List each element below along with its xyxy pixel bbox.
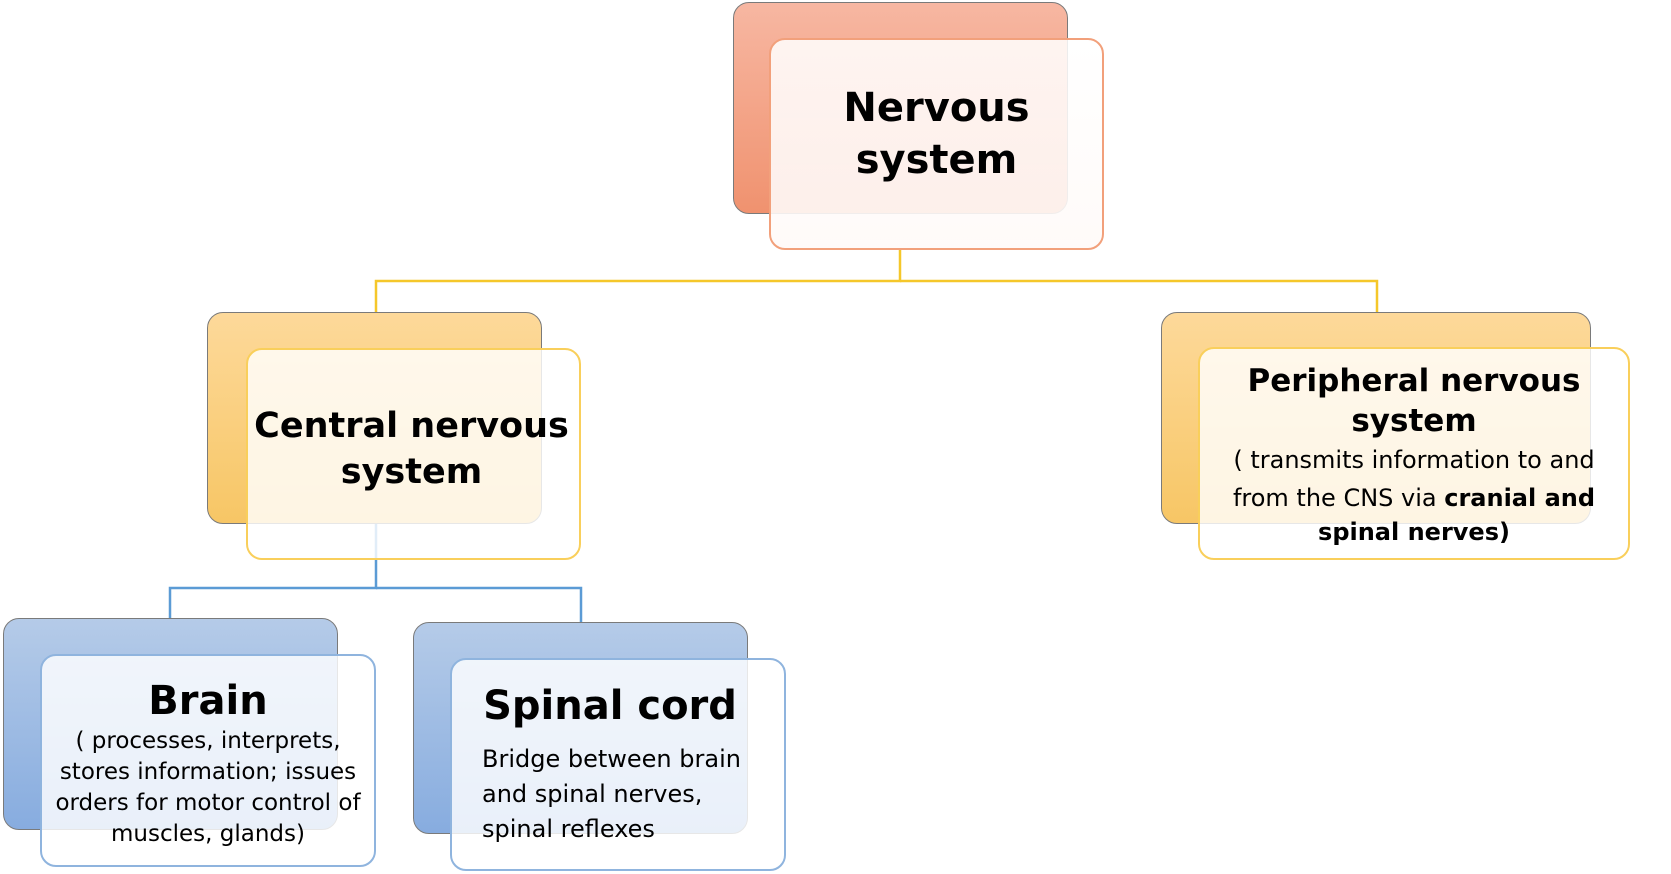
node-brain-title: Brain (148, 678, 268, 724)
node-pns-desc-line2-bold: cranial and (1444, 484, 1596, 512)
node-pns-desc-line2-plain: from the CNS via (1232, 484, 1445, 512)
node-pns-title: Peripheral nervous system (1247, 363, 1581, 439)
connector-root-to-pns (900, 279, 1379, 312)
node-cns-title: Central nervous system (254, 406, 569, 492)
node-pns-desc-line1: ( transmits information to and (1233, 446, 1595, 474)
node-spinal-title: Spinal cord (483, 683, 737, 729)
connector-cns-to-spinal (376, 586, 583, 622)
node-cns-front-card: Central nervous system (246, 348, 581, 560)
node-pns-desc-line2: from the CNS via cranial and (1219, 479, 1609, 517)
node-pns-front-card: Peripheral nervous system ( transmits in… (1198, 347, 1630, 560)
node-spinal-desc: Bridge between brain and spinal nerves, … (482, 745, 741, 843)
node-brain-desc: ( processes, interprets, stores informat… (55, 728, 361, 847)
connector-root-to-level2 (374, 250, 902, 312)
node-spinal-front-card: Spinal cord Bridge between brain and spi… (450, 658, 786, 871)
node-nervous-system-title: Nervous system (843, 85, 1030, 183)
node-brain-front-card: Brain ( processes, interprets, stores in… (40, 654, 376, 867)
node-pns-desc-line3: spinal nerves) (1318, 518, 1510, 546)
node-nervous-system-front-card: Nervous system (769, 38, 1104, 250)
